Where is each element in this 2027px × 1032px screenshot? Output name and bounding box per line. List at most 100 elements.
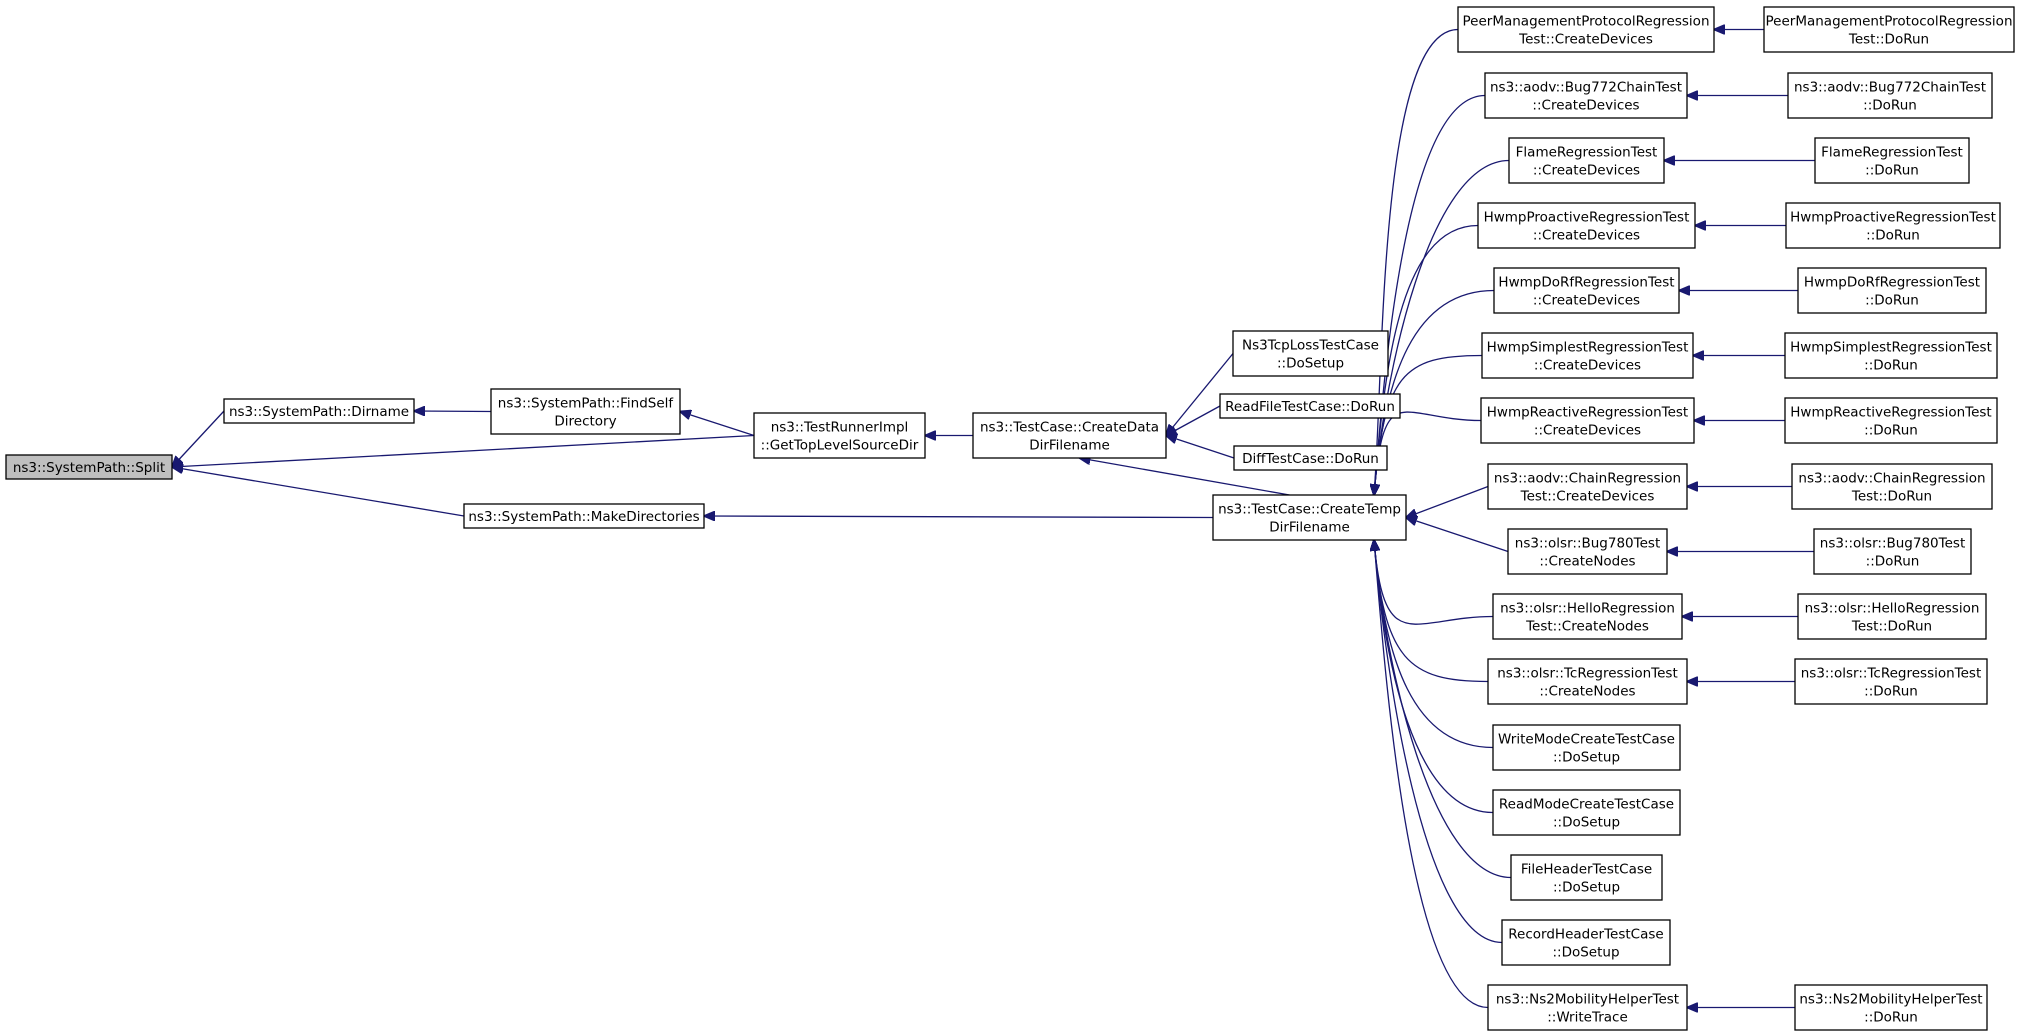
node-peer_run[interactable]: PeerManagementProtocolRegressionTest::Do… bbox=[1763, 6, 2015, 53]
node-ns3tcp[interactable]: Ns3TcpLossTestCase::DoSetup bbox=[1232, 330, 1389, 377]
node-label-line: ::CreateNodes bbox=[1539, 684, 1635, 700]
node-label-line: ns3::TestCase::CreateTemp bbox=[1218, 502, 1401, 518]
node-box bbox=[1487, 658, 1688, 705]
node-label-line: DirFilename bbox=[1269, 520, 1350, 536]
node-bug772_cd[interactable]: ns3::aodv::Bug772ChainTest::CreateDevice… bbox=[1484, 72, 1688, 119]
node-label-line: DirFilename bbox=[1029, 438, 1110, 454]
node-label-line: FlameRegressionTest bbox=[1821, 145, 1963, 161]
node-label-line: RecordHeaderTestCase bbox=[1508, 927, 1663, 943]
node-gettoplevel[interactable]: ns3::TestRunnerImpl::GetTopLevelSourceDi… bbox=[753, 412, 926, 459]
node-label-line: ::CreateNodes bbox=[1539, 554, 1635, 570]
node-label-line: ::DoRun bbox=[1864, 684, 1918, 700]
node-box bbox=[1477, 202, 1696, 249]
node-label-line: ::WriteTrace bbox=[1547, 1010, 1628, 1026]
node-box bbox=[1797, 593, 1987, 640]
node-box bbox=[463, 503, 705, 529]
node-label-line: ReadModeCreateTestCase bbox=[1499, 797, 1674, 813]
node-bug772_run[interactable]: ns3::aodv::Bug772ChainTest::DoRun bbox=[1787, 72, 1993, 119]
node-label-line: ::DoRun bbox=[1865, 293, 1919, 309]
node-label-line: ns3::olsr::TcRegressionTest bbox=[1801, 666, 1982, 682]
node-label-line: ::CreateDevices bbox=[1533, 228, 1640, 244]
node-label-line: ns3::olsr::TcRegressionTest bbox=[1497, 666, 1678, 682]
node-recordheader[interactable]: RecordHeaderTestCase::DoSetup bbox=[1501, 919, 1671, 966]
node-label-line: ns3::Ns2MobilityHelperTest bbox=[1799, 992, 1982, 1008]
node-hproact_run[interactable]: HwmpProactiveRegressionTest::DoRun bbox=[1785, 202, 2001, 249]
edge-ns3tcp-to-createdata bbox=[1166, 353, 1234, 436]
node-fileheader[interactable]: FileHeaderTestCase::DoSetup bbox=[1510, 854, 1663, 901]
node-label-line: ::CreateDevices bbox=[1534, 358, 1641, 374]
node-writemode[interactable]: WriteModeCreateTestCase::DoSetup bbox=[1492, 724, 1681, 771]
node-box bbox=[1814, 137, 1970, 184]
node-ns2_wt[interactable]: ns3::Ns2MobilityHelperTest::WriteTrace bbox=[1487, 984, 1688, 1031]
node-hproact_cd[interactable]: HwmpProactiveRegressionTest::CreateDevic… bbox=[1477, 202, 1696, 249]
node-box bbox=[1492, 789, 1681, 836]
node-aodvchain_cd[interactable]: ns3::aodv::ChainRegressionTest::CreateDe… bbox=[1487, 463, 1688, 510]
node-makedirs[interactable]: ns3::SystemPath::MakeDirectories bbox=[463, 503, 705, 529]
node-hreact_cd[interactable]: HwmpReactiveRegressionTest::CreateDevice… bbox=[1480, 397, 1695, 444]
edge-aodvchain_cd-to-createtemp bbox=[1406, 485, 1489, 518]
node-hsimp_run[interactable]: HwmpSimplestRegressionTest::DoRun bbox=[1784, 332, 1998, 379]
node-label-line: ::DoRun bbox=[1866, 554, 1920, 570]
edge-bug772_cd-to-createtemp bbox=[1374, 94, 1486, 496]
node-hello_cn[interactable]: ns3::olsr::HelloRegressionTest::CreateNo… bbox=[1492, 593, 1683, 640]
node-label-line: Test::CreateNodes bbox=[1525, 619, 1649, 635]
node-label-line: ReadFileTestCase::DoRun bbox=[1225, 399, 1395, 415]
node-box bbox=[1510, 854, 1663, 901]
node-box bbox=[1501, 919, 1671, 966]
edge-gettoplevel-to-findself bbox=[680, 412, 755, 437]
edge-difftest-to-createdata bbox=[1166, 436, 1235, 459]
node-tc_cn[interactable]: ns3::olsr::TcRegressionTest::CreateNodes bbox=[1487, 658, 1688, 705]
node-bug780_run[interactable]: ns3::olsr::Bug780Test::DoRun bbox=[1813, 528, 1972, 575]
node-ns2_run[interactable]: ns3::Ns2MobilityHelperTest::DoRun bbox=[1794, 984, 1988, 1031]
node-flame_cd[interactable]: FlameRegressionTest::CreateDevices bbox=[1508, 137, 1665, 184]
edge-findself-to-dirname bbox=[414, 411, 492, 412]
node-readmode[interactable]: ReadModeCreateTestCase::DoSetup bbox=[1492, 789, 1681, 836]
node-hdorf_run[interactable]: HwmpDoRfRegressionTest::DoRun bbox=[1797, 267, 1987, 314]
node-label-line: ns3::olsr::Bug780Test bbox=[1820, 536, 1965, 552]
node-peer_cd[interactable]: PeerManagementProtocolRegressionTest::Cr… bbox=[1457, 6, 1715, 53]
node-box bbox=[1484, 72, 1688, 119]
edge-bug780_cn-to-createtemp bbox=[1406, 518, 1509, 553]
edge-recordheader-to-createtemp bbox=[1374, 540, 1503, 944]
node-split[interactable]: ns3::SystemPath::Split bbox=[5, 454, 173, 480]
node-bug780_cn[interactable]: ns3::olsr::Bug780Test::CreateNodes bbox=[1507, 528, 1668, 575]
edge-createtemp-to-createdata bbox=[1080, 458, 1290, 496]
edge-dirname-to-split bbox=[172, 410, 225, 467]
node-hreact_run[interactable]: HwmpReactiveRegressionTest::DoRun bbox=[1784, 397, 1998, 444]
node-label-line: Ns3TcpLossTestCase bbox=[1242, 338, 1379, 354]
node-hsimp_cd[interactable]: HwmpSimplestRegressionTest::CreateDevice… bbox=[1481, 332, 1694, 379]
node-label-line: ::DoRun bbox=[1866, 228, 1920, 244]
node-flame_run[interactable]: FlameRegressionTest::DoRun bbox=[1814, 137, 1970, 184]
node-box bbox=[1785, 202, 2001, 249]
node-dirname[interactable]: ns3::SystemPath::Dirname bbox=[223, 398, 415, 424]
node-box bbox=[972, 412, 1167, 459]
node-label-line: ::DoSetup bbox=[1277, 356, 1344, 372]
node-label-line: FlameRegressionTest bbox=[1516, 145, 1658, 161]
node-hdorf_cd[interactable]: HwmpDoRfRegressionTest::CreateDevices bbox=[1493, 267, 1680, 314]
node-tc_run[interactable]: ns3::olsr::TcRegressionTest::DoRun bbox=[1794, 658, 1988, 705]
node-label-line: HwmpDoRfRegressionTest bbox=[1804, 275, 1980, 291]
node-difftest[interactable]: DiffTestCase::DoRun bbox=[1233, 445, 1388, 471]
node-box bbox=[1493, 267, 1680, 314]
node-label-line: PeerManagementProtocolRegression bbox=[1463, 14, 1710, 30]
node-box bbox=[1784, 332, 1998, 379]
node-label-line: HwmpReactiveRegressionTest bbox=[1487, 405, 1688, 421]
node-label-line: HwmpDoRfRegressionTest bbox=[1498, 275, 1674, 291]
edge-makedirs-to-split bbox=[172, 467, 465, 517]
node-label-line: ::DoRun bbox=[1865, 163, 1919, 179]
edge-readmode-to-createtemp bbox=[1374, 540, 1494, 814]
node-label-line: DiffTestCase::DoRun bbox=[1242, 451, 1379, 467]
node-label-line: ns3::olsr::HelloRegression bbox=[1500, 601, 1675, 617]
node-label-line: ns3::SystemPath::FindSelf bbox=[498, 396, 675, 412]
node-label-line: ns3::olsr::Bug780Test bbox=[1515, 536, 1660, 552]
node-box bbox=[1492, 593, 1683, 640]
node-box bbox=[1794, 984, 1988, 1031]
node-readfile[interactable]: ReadFileTestCase::DoRun bbox=[1219, 393, 1401, 419]
node-label-line: ::DoRun bbox=[1863, 98, 1917, 114]
